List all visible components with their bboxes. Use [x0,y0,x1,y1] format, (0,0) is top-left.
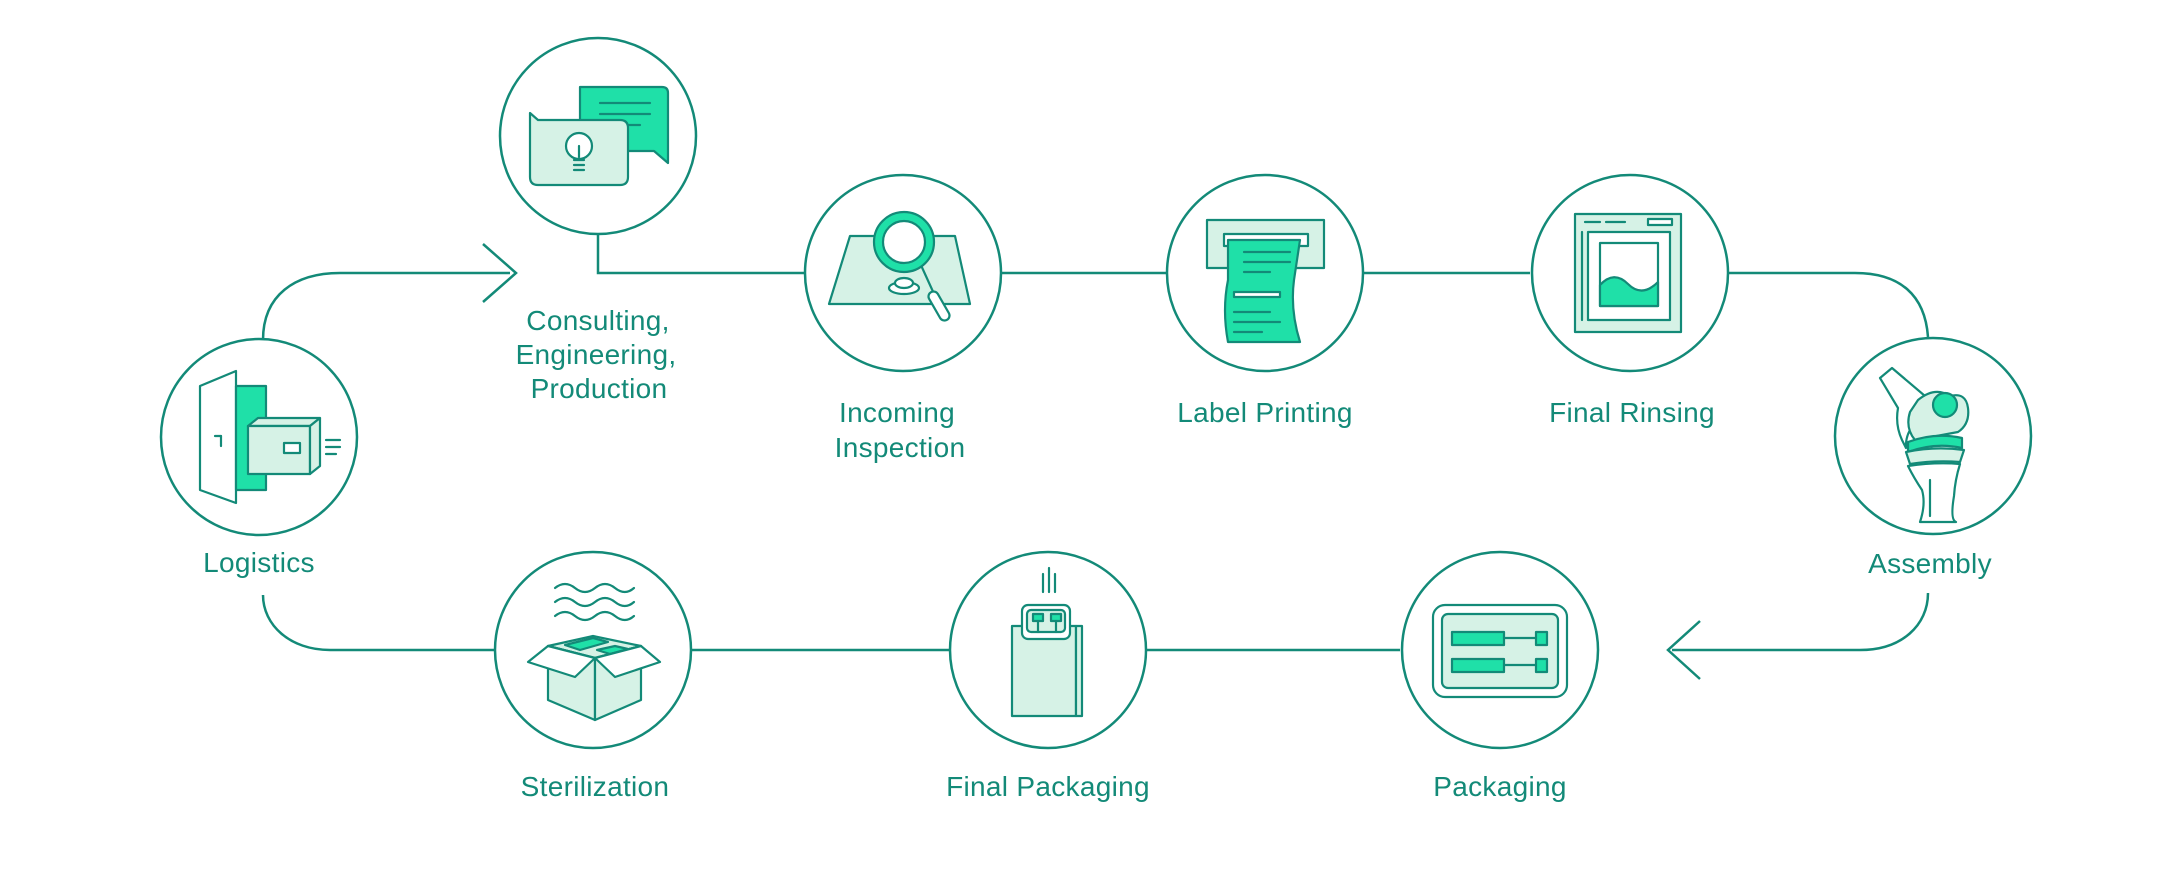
connector-logistics-to-consulting [261,271,510,341]
step-label: Label Printing [1177,397,1352,428]
step-incoming-inspection: Incoming Inspection [803,173,1003,463]
connector-sterilization-to-logistics [261,594,494,652]
connector-rinsing-to-assembly [1729,271,1930,338]
step-final-rinsing: Final Rinsing [1530,173,1730,428]
step-assembly: Assembly [1833,336,2033,579]
step-logistics: Logistics [159,337,359,578]
step-label: Packaging [1433,771,1566,802]
rinsing-tank-icon [1573,212,1683,334]
step-label: Final Rinsing [1549,397,1715,428]
step-label: Assembly [1868,548,1992,579]
step-label-printing: Label Printing [1165,173,1365,428]
flow-connectors [261,234,1930,680]
magnifier-icon [827,210,972,322]
door-box-icon [198,369,342,505]
step-label: Engineering, [516,339,677,370]
step-label: Incoming [839,397,955,428]
connector-assembly-to-packaging [1672,592,1930,652]
connector-consulting-to-inspection [596,234,808,275]
step-label: Sterilization [521,771,670,802]
step-label: Logistics [203,547,315,578]
step-label: Production [531,373,668,404]
step-consulting: Consulting, Engineering, Production [498,36,698,404]
pouch-icon [1010,566,1084,718]
label-printer-icon [1205,218,1326,344]
blister-tray-icon [1431,603,1569,699]
step-final-packaging: Final Packaging [946,550,1150,802]
arrow-right-icon [482,243,518,303]
arrow-left-icon [1666,620,1701,680]
step-packaging: Packaging [1400,550,1600,802]
steam-box-icon [526,582,662,722]
step-sterilization: Sterilization [493,550,693,802]
step-label: Final Packaging [946,771,1150,802]
chat-bubbles-lightbulb-icon [528,85,670,187]
step-label: Consulting, [526,305,669,336]
step-label: Inspection [835,432,966,463]
knee-implant-icon [1878,366,1970,524]
